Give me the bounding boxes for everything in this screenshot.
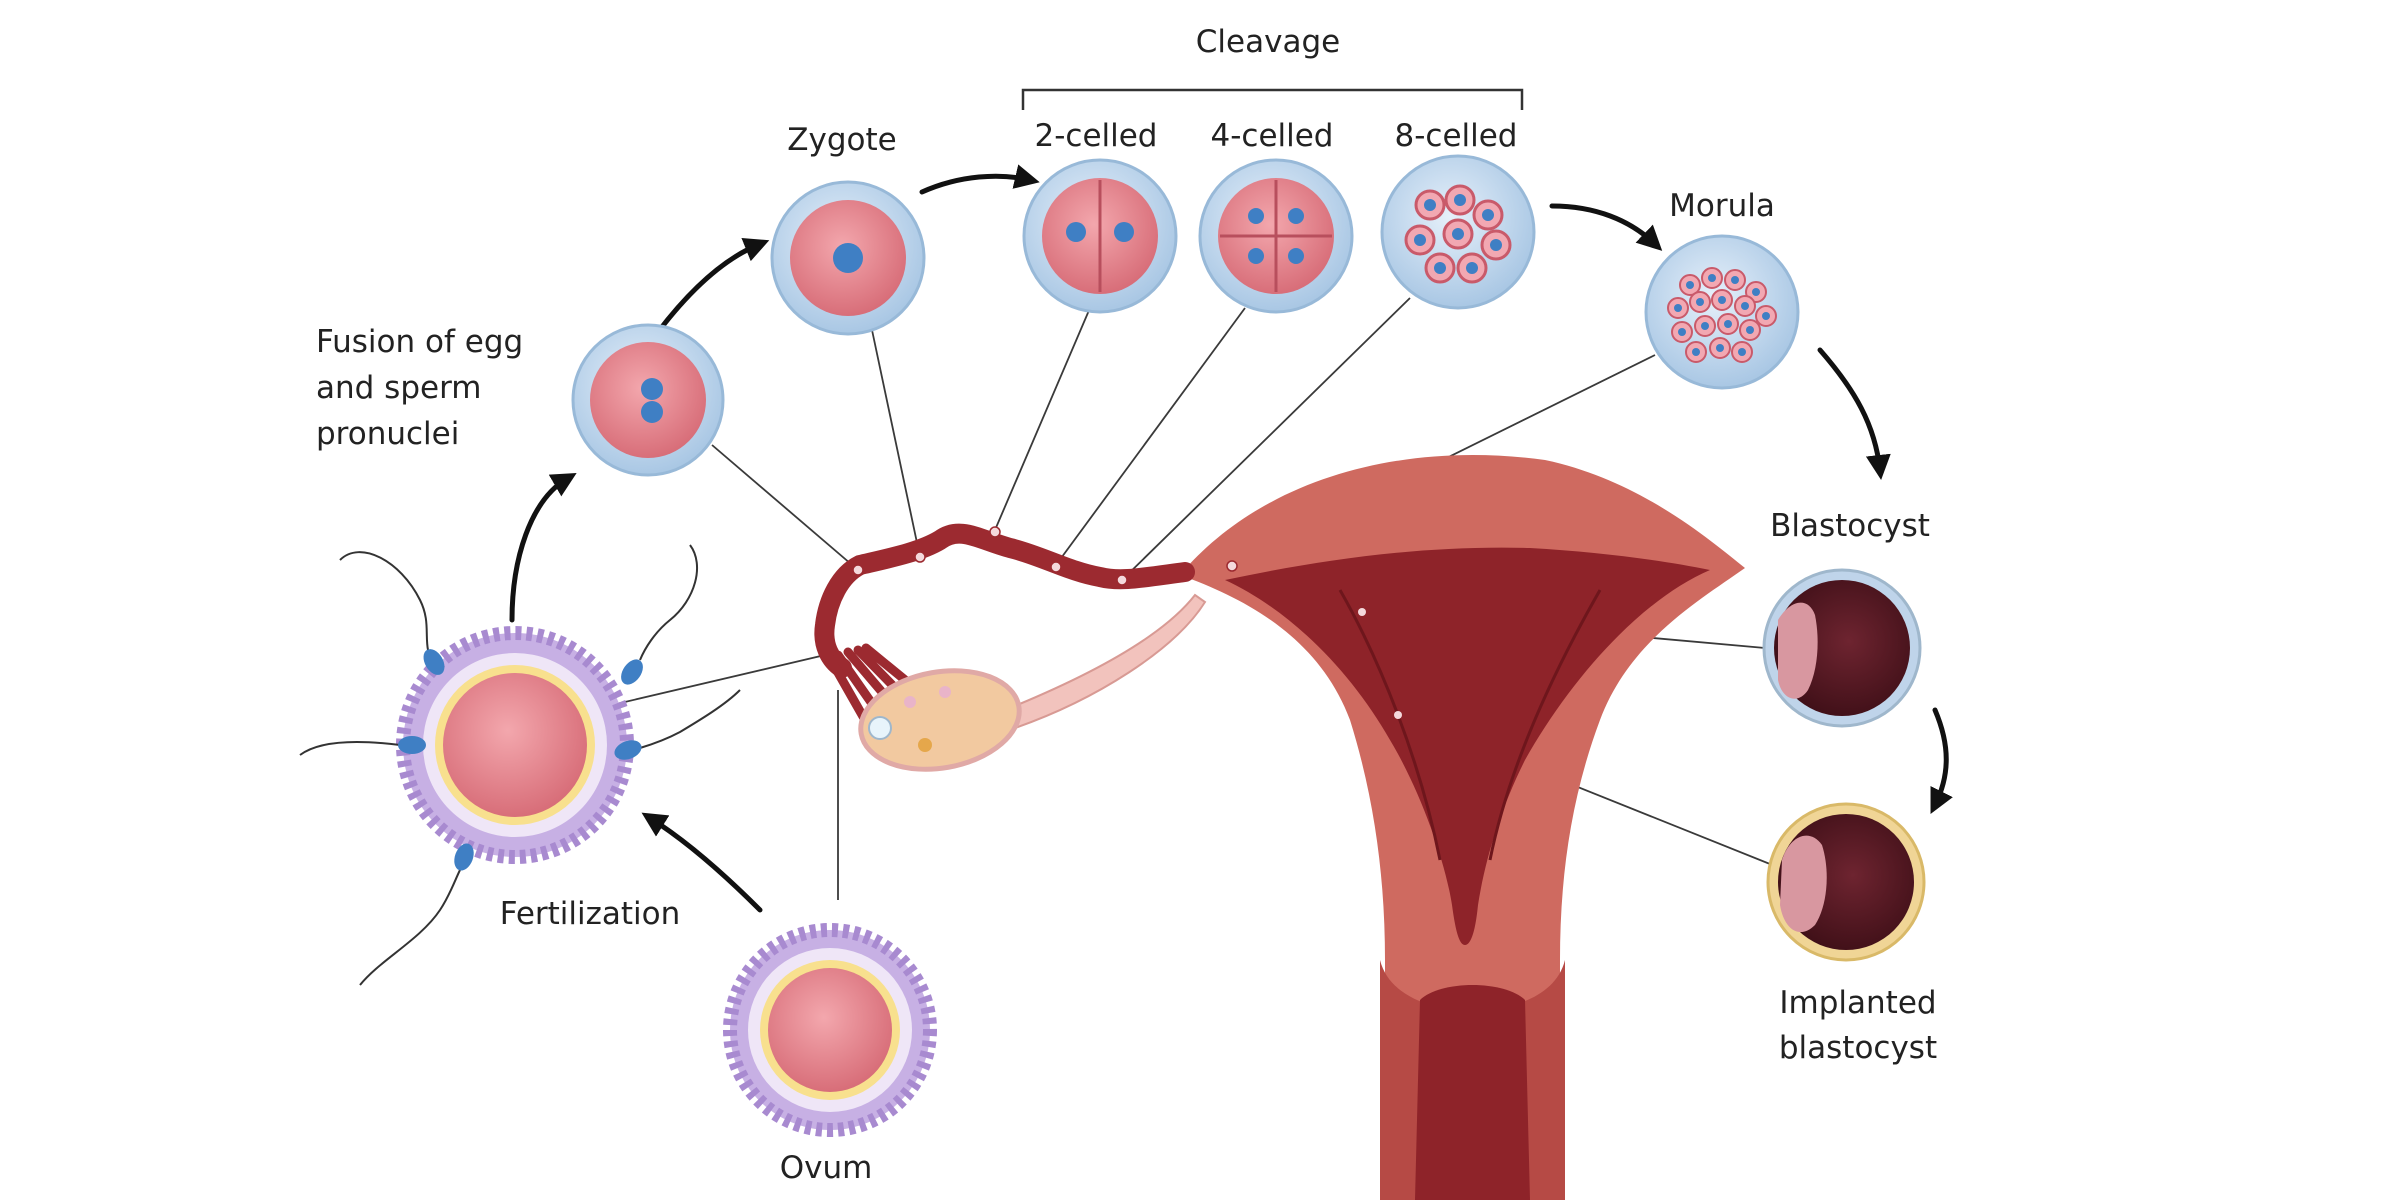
- label-implanted-line1: Implanted: [1779, 985, 1936, 1021]
- label-ovum: Ovum: [780, 1150, 873, 1186]
- tube-point-morula: [1226, 560, 1238, 572]
- tube-point-4celled: [1050, 561, 1062, 573]
- leader-fertilization: [611, 654, 826, 706]
- flow-arrows: [509, 164, 1953, 913]
- implanted-blastocyst: [1766, 802, 1926, 962]
- leader-zygote: [871, 329, 921, 558]
- arrow-8celled-to-morula: [1549, 203, 1663, 251]
- arrow-zygote-to-2celled: [919, 164, 1040, 195]
- label-morula: Morula: [1669, 188, 1775, 224]
- label-cleavage: Cleavage: [1196, 24, 1340, 60]
- labels: Cleavage Zygote 2-celled 4-celled 8-cell…: [316, 24, 1937, 1186]
- arrow-fusion-to-zygote: [655, 237, 770, 335]
- uterus: [1180, 454, 1745, 1200]
- arrow-ovum-to-fertilization: [641, 812, 763, 913]
- label-zygote: Zygote: [787, 122, 896, 158]
- leader-8celled: [1121, 297, 1411, 581]
- ovary-body: [858, 668, 1022, 772]
- ovary-corpus: [918, 738, 932, 752]
- label-fusion-line1: Fusion of egg: [316, 324, 523, 360]
- leader-fusion: [711, 444, 859, 571]
- label-4celled: 4-celled: [1210, 118, 1333, 154]
- tube-point-8celled: [1116, 574, 1128, 586]
- inner-cell-mass: [1778, 602, 1818, 699]
- leader-2celled: [994, 307, 1091, 531]
- arrow-morula-to-blastocyst: [1817, 347, 1891, 480]
- uterine-cavity: [1225, 547, 1710, 945]
- tube-body: [814, 523, 1195, 678]
- ovarian-ligament: [998, 593, 1207, 730]
- vaginal-canal: [1415, 985, 1530, 1200]
- blastocyst: [1762, 568, 1922, 728]
- leader-4celled: [1055, 307, 1246, 566]
- label-implanted-line2: blastocyst: [1779, 1030, 1937, 1066]
- fusion-cell: [571, 323, 725, 477]
- two-celled-embryo: [1022, 158, 1178, 314]
- zygote-cell: [770, 180, 926, 336]
- eight-celled-embryo: [1380, 154, 1536, 310]
- fertilization-egg: [299, 544, 741, 986]
- ovary-follicle-small: [904, 696, 916, 708]
- uterus-point-blastocyst: [1358, 608, 1366, 616]
- ovary-follicle: [868, 716, 892, 740]
- morula: [1644, 234, 1800, 390]
- implanted-inner-cell-mass: [1780, 835, 1827, 933]
- label-8celled: 8-celled: [1394, 118, 1517, 154]
- sperm-cells: [299, 544, 741, 986]
- fallopian-tube: [814, 523, 1402, 725]
- label-2celled: 2-celled: [1034, 118, 1157, 154]
- pronucleus-egg: [641, 378, 663, 400]
- arrow-fertilization-to-fusion: [509, 472, 577, 623]
- zygote-nucleus: [833, 243, 863, 273]
- label-fusion-line2: and sperm: [316, 370, 481, 406]
- label-fertilization: Fertilization: [500, 896, 681, 932]
- label-fusion-line3: pronuclei: [316, 416, 459, 452]
- cleavage-bracket: [1021, 88, 1524, 110]
- tube-point-zygote: [914, 551, 926, 563]
- ovum: [723, 923, 937, 1137]
- fimbriae: [823, 643, 915, 725]
- tube-point-fusion: [852, 564, 864, 576]
- pronucleus-sperm: [641, 401, 663, 423]
- arrow-blastocyst-to-implanted: [1930, 707, 1953, 814]
- tube-point-2celled: [989, 526, 1001, 538]
- ovary-follicle-small-2: [939, 686, 951, 698]
- four-celled-embryo: [1198, 158, 1354, 314]
- uterus-point-implanted: [1394, 711, 1402, 719]
- ovary: [858, 593, 1207, 772]
- label-blastocyst: Blastocyst: [1770, 508, 1930, 544]
